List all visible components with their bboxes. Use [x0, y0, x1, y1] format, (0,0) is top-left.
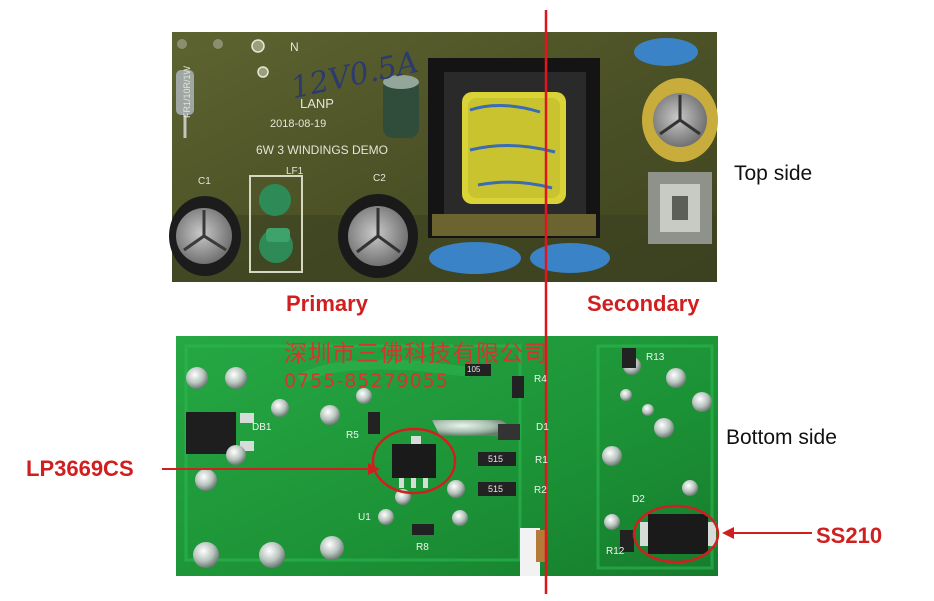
highlight-ss210 [632, 504, 720, 564]
smd-resistors [368, 348, 636, 552]
silk-515a: 515 [488, 454, 504, 464]
silk-demo: 6W 3 WINDINGS DEMO [256, 143, 389, 157]
transformer [428, 58, 600, 238]
capacitor-small [383, 78, 419, 138]
label-primary: Primary [286, 291, 368, 316]
capacitor-output [642, 78, 718, 162]
silk-c2: C2 [373, 173, 386, 184]
label-ss210: SS210 [816, 523, 883, 548]
silk-lf1: LF1 [286, 166, 304, 177]
silk-r2: R2 [534, 485, 547, 496]
silk-r13: R13 [646, 352, 665, 363]
silk-r1: R1 [535, 455, 548, 466]
label-top-side: Top side [734, 162, 813, 185]
arrow-lp3669cs [162, 463, 380, 475]
silk-n: N [290, 40, 299, 54]
ic-lp3669cs [392, 436, 436, 488]
silk-c1: C1 [198, 176, 211, 187]
inductor-lf1 [249, 175, 303, 273]
silk-105: 105 [467, 365, 481, 374]
silk-date: 2018-08-19 [270, 118, 327, 130]
capacitor-c2 [338, 194, 418, 278]
watermark-company: 深圳市三佛科技有限公司 [284, 341, 548, 367]
y-capacitor-bottom [429, 242, 521, 274]
silk-brand: LANP [300, 96, 334, 111]
output-connector [648, 172, 712, 244]
silk-r12: R12 [606, 546, 625, 557]
y-capacitor-top [634, 38, 698, 66]
label-lp3669cs: LP3669CS [26, 456, 134, 481]
solder-pads [186, 357, 712, 568]
silk-r8: R8 [416, 542, 429, 553]
watermark-phone: 0755-85279055 [284, 370, 449, 392]
silk-515b: 515 [488, 484, 504, 494]
arrow-ss210 [722, 527, 812, 539]
capacitor-c1 [169, 196, 241, 276]
diode-ss210 [640, 514, 716, 554]
silk-r4: R4 [534, 374, 547, 385]
highlight-lp3669cs [371, 427, 457, 495]
silk-db1: DB1 [252, 422, 272, 433]
silk-d2: D2 [632, 494, 645, 505]
silk-u1: U1 [358, 512, 371, 523]
label-bottom-side: Bottom side [726, 426, 837, 449]
label-secondary: Secondary [587, 291, 700, 316]
silk-r5: R5 [346, 430, 359, 441]
fuse-resistor [176, 70, 194, 115]
silk-d1: D1 [536, 422, 549, 433]
bridge-rectifier [186, 412, 236, 454]
